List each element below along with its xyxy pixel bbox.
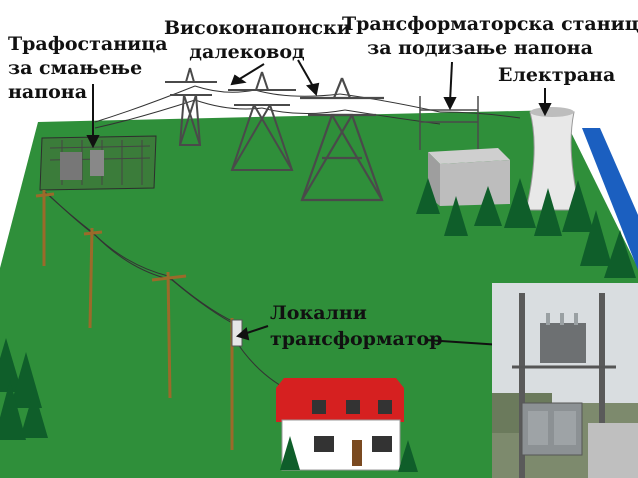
label-line: далековод [189,41,305,63]
label-power-plant: Електрана [498,66,615,85]
transformer-photo-image [492,283,638,478]
pylon-3 [300,77,384,202]
tree-cluster-left [0,338,48,440]
transformer-photo [492,283,638,478]
label-arrows [86,59,552,349]
station-building-icon [428,148,510,206]
label-line: Локални [270,302,367,324]
label-substation-reduce: Трафостаница за смањење напона [8,32,168,104]
cooling-tower-icon [525,107,581,211]
label-line: Електрана [498,64,616,86]
pylon-1 [165,67,217,146]
substation-reduce-icon [39,135,157,191]
label-local-transformer: Локални трансформатор [270,300,442,352]
label-line: Високонапонски [164,17,351,39]
tree-cluster-house [280,436,418,472]
label-line: напона [8,81,88,103]
label-line: трансформатор [270,328,443,350]
river [582,128,638,270]
label-line: Трансформаторска станица [342,13,638,35]
step-up-station-icon [419,96,479,150]
label-line: Трафостаница [8,33,168,55]
label-line: за подизање напона [367,37,593,59]
label-hv-line: Високонапонски далековод [164,16,351,64]
label-step-up-station: Трансформаторска станица за подизање нап… [342,12,638,60]
tree-cluster-right [416,178,636,278]
house-icon [276,378,404,471]
pylon-2 [228,71,296,171]
label-line: за смањење [8,57,143,79]
